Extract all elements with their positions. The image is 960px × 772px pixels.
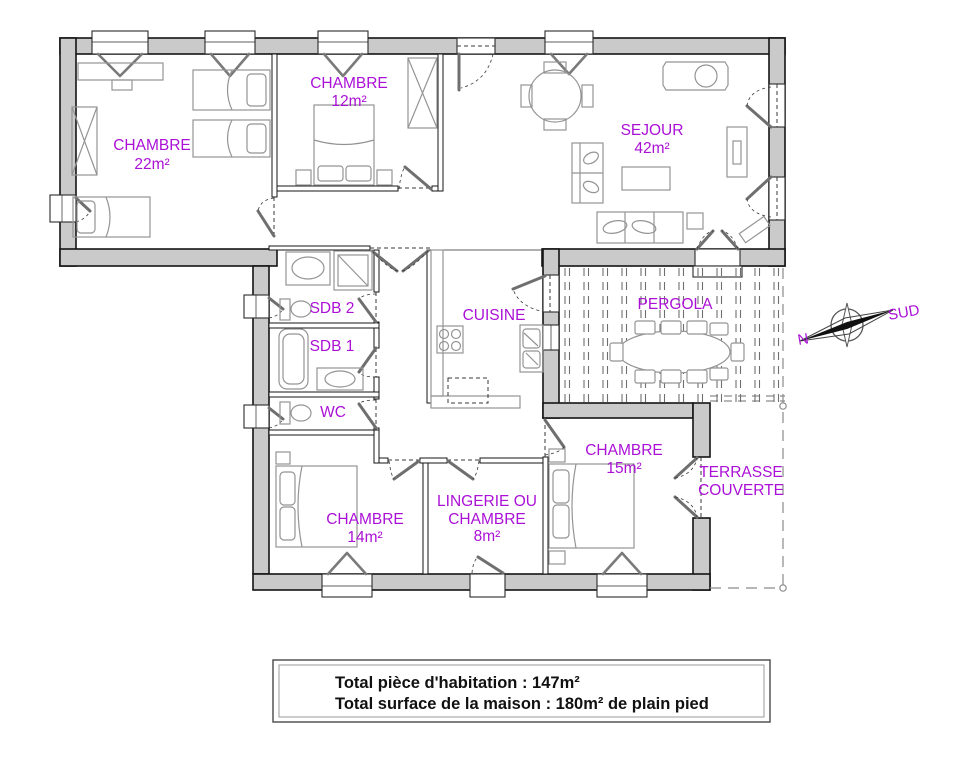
room-area-chambre22: 22m² — [134, 156, 169, 173]
interior-partitions — [268, 53, 549, 575]
room-label-chambre14: CHAMBRE — [326, 511, 404, 528]
room-label-lingerie-1: LINGERIE OU — [437, 493, 537, 510]
room-area-chambre15: 15m² — [606, 460, 641, 477]
room-area-sejour: 42m² — [634, 140, 669, 157]
room-label-chambre22: CHAMBRE — [113, 137, 191, 154]
furniture-sejour — [520, 61, 771, 244]
windows — [49, 30, 648, 598]
furniture-chambre-15 — [548, 448, 635, 565]
room-area-lingerie: 8m² — [474, 528, 501, 545]
totals-box: Total pièce d'habitation : 147m² Total s… — [272, 659, 771, 723]
furniture-sdb2 — [279, 250, 373, 321]
totals-line-1: Total pièce d'habitation : 147m² — [335, 674, 580, 692]
furniture-chambre-22 — [71, 62, 271, 238]
room-label-pergola: PERGOLA — [638, 296, 714, 313]
pergola-structure — [564, 268, 785, 402]
room-label-terrasse-2: COUVERTE — [698, 482, 784, 499]
totals-line-2: Total surface de la maison : 180m² de pl… — [335, 695, 709, 713]
compass-north-label: N — [796, 330, 810, 349]
compass-south-label: SUD — [887, 302, 921, 324]
furniture-sdb1 — [278, 328, 364, 391]
compass-rose: N SUD — [796, 302, 921, 349]
furniture-wc — [279, 401, 312, 425]
room-label-chambre15: CHAMBRE — [585, 442, 663, 459]
room-label-terrasse-1: TERRASSE — [699, 464, 783, 481]
window-opening-indicators — [96, 52, 589, 78]
room-label-sdb2: SDB 2 — [310, 300, 355, 317]
room-area-chambre14: 14m² — [347, 529, 382, 546]
room-label-sdb1: SDB 1 — [310, 338, 355, 355]
terrace-boundary — [710, 268, 787, 592]
furniture-chambre-12 — [295, 57, 438, 186]
furniture-chambre-14 — [275, 451, 358, 548]
room-label-sejour: SEJOUR — [621, 122, 684, 139]
room-label-wc: WC — [320, 404, 346, 421]
furniture-cuisine — [430, 249, 544, 409]
room-label-cuisine: CUISINE — [463, 307, 526, 324]
room-area-chambre12: 12m² — [331, 93, 366, 110]
room-label-lingerie-2: CHAMBRE — [448, 511, 526, 528]
room-labels: CHAMBRE 22m² CHAMBRE 12m² SEJOUR 42m² SD… — [113, 75, 784, 546]
room-label-chambre12: CHAMBRE — [310, 75, 388, 92]
